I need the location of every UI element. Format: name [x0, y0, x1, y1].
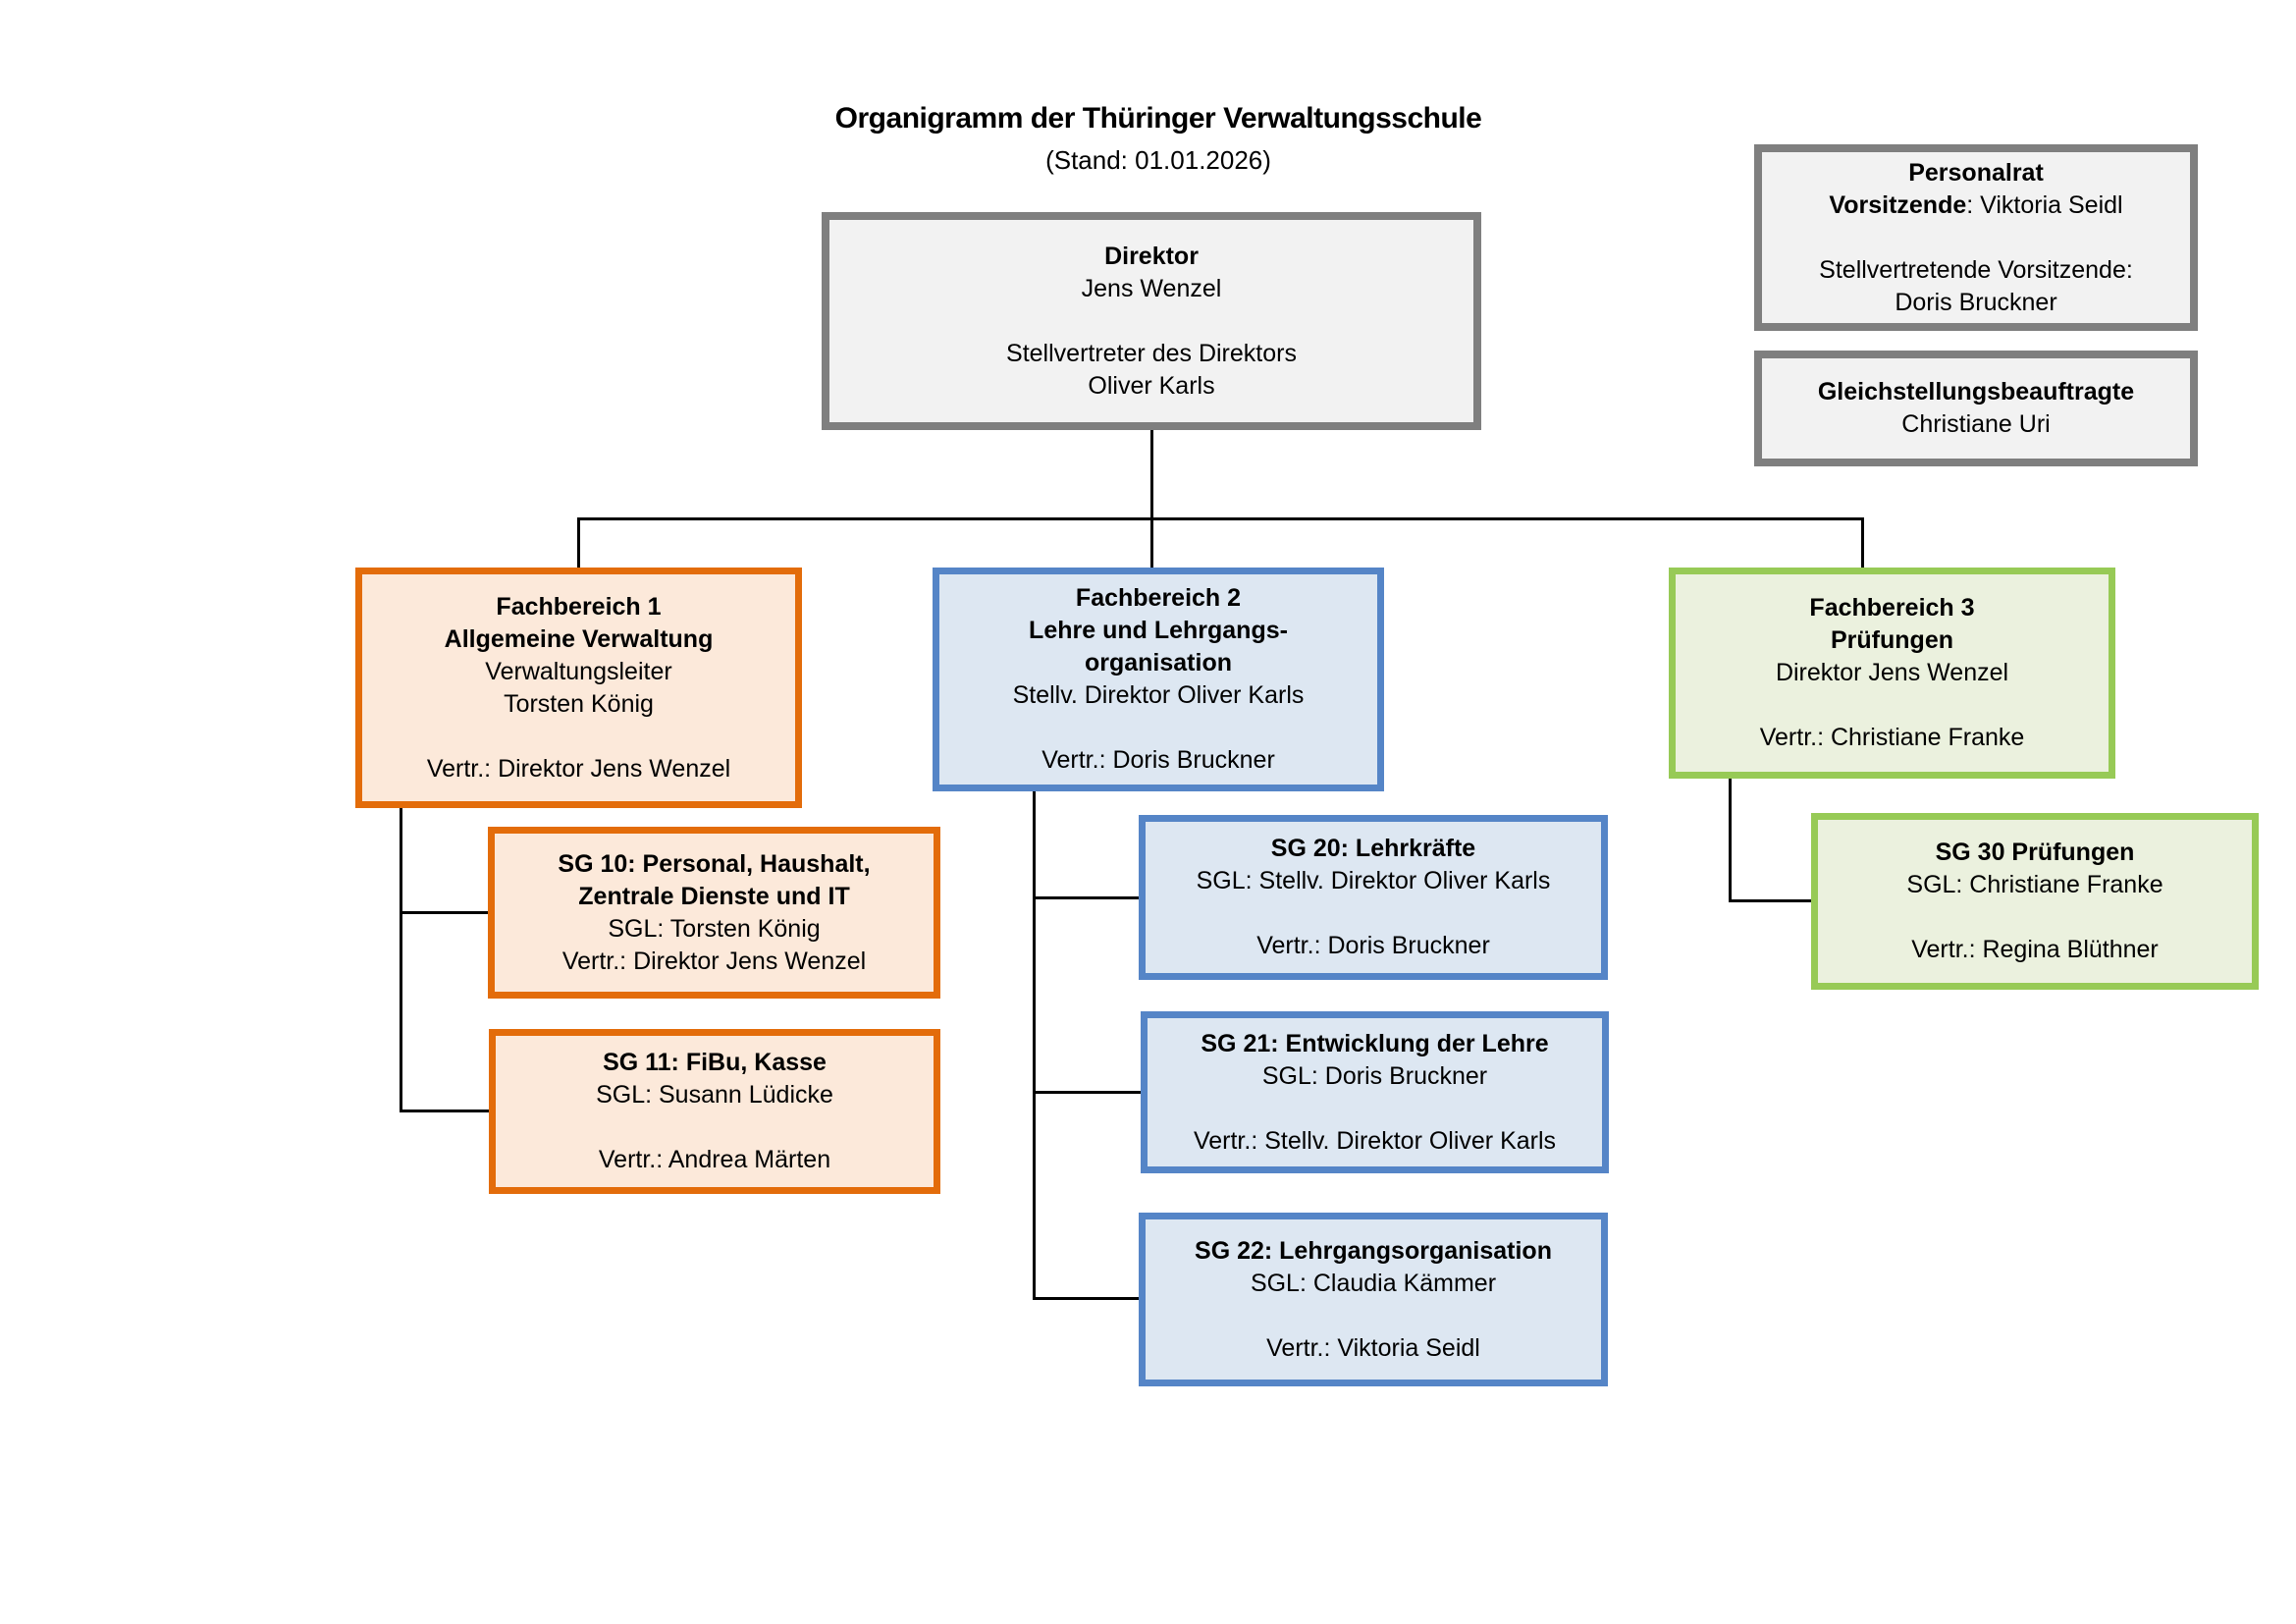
- box-line: Personalrat: [1908, 158, 2044, 187]
- box-line: Gleichstellungsbeauftragte: [1817, 378, 2135, 406]
- box-line: SG 20: Lehrkräfte: [1270, 835, 1476, 862]
- box-line: Vertr.: Regina Blüthner: [1911, 936, 2159, 963]
- box-line: Oliver Karls: [1088, 371, 1215, 400]
- chart-title: Organigramm der Thüringer Verwaltungssch…: [834, 102, 1482, 135]
- connector-drop-fb1: [577, 517, 580, 568]
- box-line: [1973, 222, 1980, 254]
- connector-direktor-to-bus: [1150, 430, 1153, 568]
- box-line: Christiane Uri: [1901, 410, 2051, 438]
- box-line: SGL: Stellv. Direktor Oliver Karls: [1196, 867, 1551, 894]
- box-line: SGL: Doris Bruckner: [1261, 1061, 1488, 1090]
- connector-fb1-stem: [400, 808, 402, 1112]
- box-line: Torsten König: [504, 689, 654, 718]
- box-line: [1148, 305, 1155, 338]
- box-line: [575, 721, 582, 753]
- box-line: Direktor Jens Wenzel: [1775, 659, 2009, 686]
- box-line: Vertr.: Christiane Franke: [1759, 724, 2025, 751]
- box-line: SG 30 Prüfungen: [1935, 839, 2135, 866]
- box-line: Allgemeine Verwaltung: [444, 624, 714, 653]
- connector-branch-sg10: [400, 911, 488, 914]
- box-line: SG 21: Entwicklung der Lehre: [1201, 1029, 1549, 1057]
- box-line: SG 10: Personal, Haushalt,: [558, 849, 871, 878]
- box-line: Stellv. Direktor Oliver Karls: [1012, 681, 1305, 709]
- connector-bus-horizontal: [577, 517, 1864, 520]
- fachbereich-2-box: Fachbereich 2 Lehre und Lehrgangs-organis…: [933, 568, 1384, 791]
- box-line: [1155, 712, 1162, 744]
- box-line: Vertr.: Doris Bruckner: [1256, 932, 1490, 959]
- box-line: SGL: Torsten König: [608, 914, 821, 943]
- box-line: Jens Wenzel: [1081, 274, 1222, 302]
- box-line: SGL: Claudia Kämmer: [1250, 1269, 1497, 1297]
- box-line: Stellvertretende Vorsitzende:: [1819, 255, 2133, 284]
- box-line: Vertr.: Doris Bruckner: [1041, 746, 1275, 774]
- box-line: Lehre und Lehrgangs-: [1029, 617, 1288, 644]
- sg10-box: SG 10: Personal, Haushalt, Zentrale Diens…: [488, 827, 940, 999]
- box-line: Vertr.: Direktor Jens Wenzel: [426, 754, 731, 783]
- box-line: [2032, 901, 2039, 934]
- box-line: Direktor: [1104, 242, 1199, 270]
- chart-subtitle: (Stand: 01.01.2026): [1045, 145, 1271, 175]
- box-line: Zentrale Dienste und IT: [578, 882, 850, 910]
- connector-branch-sg20: [1033, 896, 1139, 899]
- connector-fb3-stem: [1729, 779, 1732, 902]
- connector-branch-sg21: [1033, 1091, 1141, 1094]
- box-line: SGL: Christiane Franke: [1906, 871, 2163, 898]
- box-line: Doris Bruckner: [1895, 288, 2057, 316]
- box-line: Fachbereich 2: [1075, 584, 1242, 612]
- box-line: SGL: Susann Lüdicke: [596, 1081, 833, 1109]
- connector-fb2-stem: [1033, 791, 1036, 1300]
- connector-branch-sg11: [400, 1110, 489, 1112]
- box-line: Vorsitzende: Viktoria Seidl: [1829, 190, 2123, 219]
- box-line: Prüfungen: [1831, 626, 1953, 654]
- box-line: [1889, 689, 1896, 722]
- box-line: Vertr.: Viktoria Seidl: [1266, 1333, 1480, 1362]
- box-line: Fachbereich 3: [1809, 594, 1975, 622]
- box-line: Fachbereich 1: [496, 592, 662, 621]
- box-line: organisation: [1084, 649, 1232, 677]
- box-line: [712, 1111, 719, 1144]
- box-line: [1370, 1300, 1377, 1332]
- title-block: Organigramm der Thüringer Verwaltungssch…: [667, 102, 1649, 176]
- box-line: Vertr.: Direktor Jens Wenzel: [561, 947, 867, 975]
- connector-branch-sg30: [1729, 899, 1811, 902]
- box-line: Stellvertreter des Direktors: [1006, 339, 1297, 367]
- box-line: Vertr.: Andrea Märten: [598, 1146, 831, 1173]
- box-line: [1370, 897, 1377, 930]
- connector-branch-sg22: [1033, 1297, 1139, 1300]
- box-line: Vertr.: Stellv. Direktor Oliver Karls: [1193, 1126, 1557, 1155]
- connector-drop-fb3: [1861, 517, 1864, 568]
- box-line: SG 22: Lehrgangsorganisation: [1195, 1236, 1552, 1265]
- box-line: [1371, 1093, 1378, 1125]
- box-line: Verwaltungsleiter: [485, 657, 672, 685]
- box-line: SG 11: FiBu, Kasse: [603, 1049, 827, 1076]
